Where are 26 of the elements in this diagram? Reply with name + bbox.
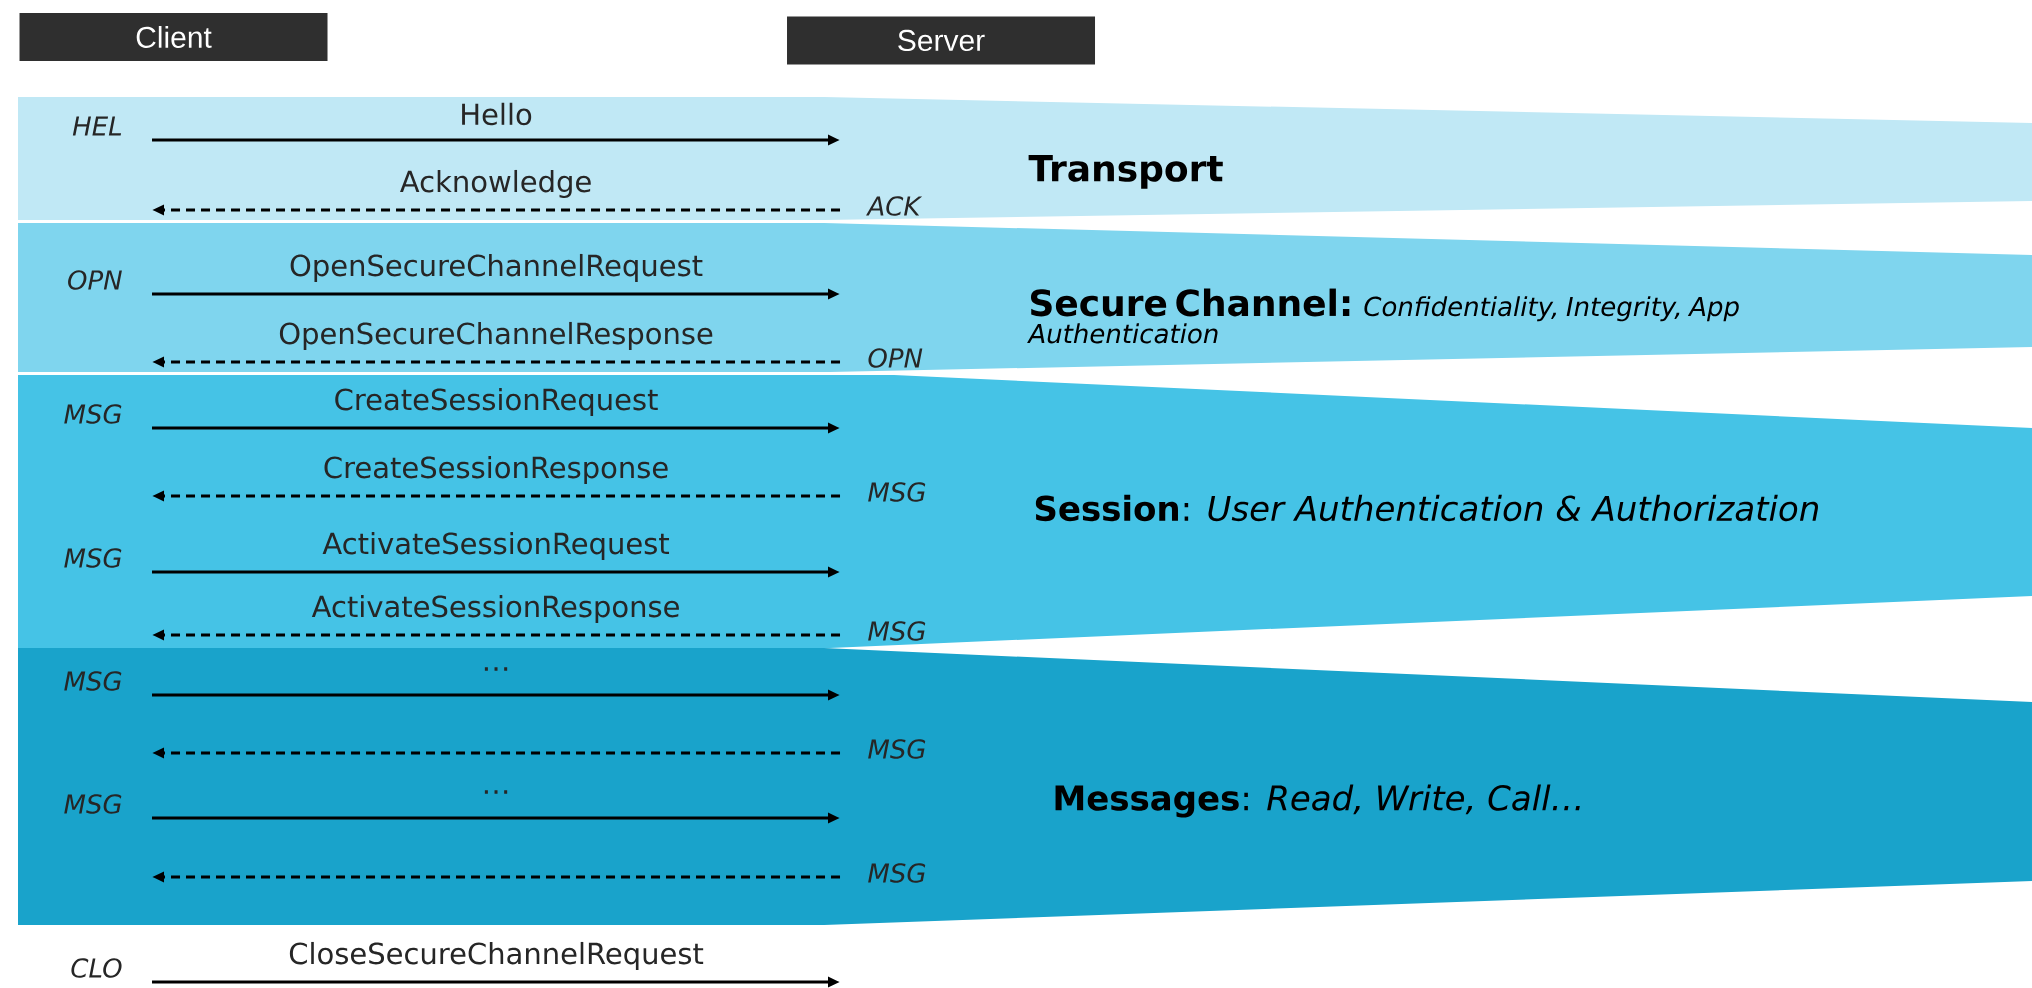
edge-label: ActivateSessionResponse [311, 594, 679, 623]
edge-label: … [484, 667, 508, 671]
message-type-label: MSG [868, 863, 926, 883]
message-type-label: MSG [868, 482, 926, 502]
edge-label: CreateSessionRequest [335, 387, 658, 416]
message-type-label: HEL [72, 116, 122, 136]
edge-label: CreateSessionResponse [324, 455, 668, 484]
edge-label: Hello [462, 102, 532, 126]
message-type-label: OPN [68, 270, 122, 290]
message-type-label: ACK [866, 196, 923, 216]
message-type-label: MSG [868, 739, 926, 759]
message-type-label: OPN [868, 348, 923, 368]
edge-label: CloseSecureChannelRequest [289, 941, 704, 970]
message-type-label: MSG [64, 548, 122, 568]
edge-label: OpenSecureChannelResponse [279, 321, 713, 350]
header-box: Server [787, 16, 1095, 65]
edge-label: Acknowledge [400, 169, 591, 198]
message-type-label: MSG [64, 404, 122, 424]
message-type-label: MSG [868, 621, 926, 641]
edge-label: … [484, 790, 508, 794]
header-box: Client [19, 13, 328, 61]
edge-label: ActivateSessionRequest [322, 531, 670, 560]
message-type-label: CLO [71, 958, 122, 978]
message-type-label: MSG [64, 794, 122, 814]
edge-label: OpenSecureChannelRequest [290, 253, 703, 282]
message-type-label: MSG [64, 671, 122, 691]
